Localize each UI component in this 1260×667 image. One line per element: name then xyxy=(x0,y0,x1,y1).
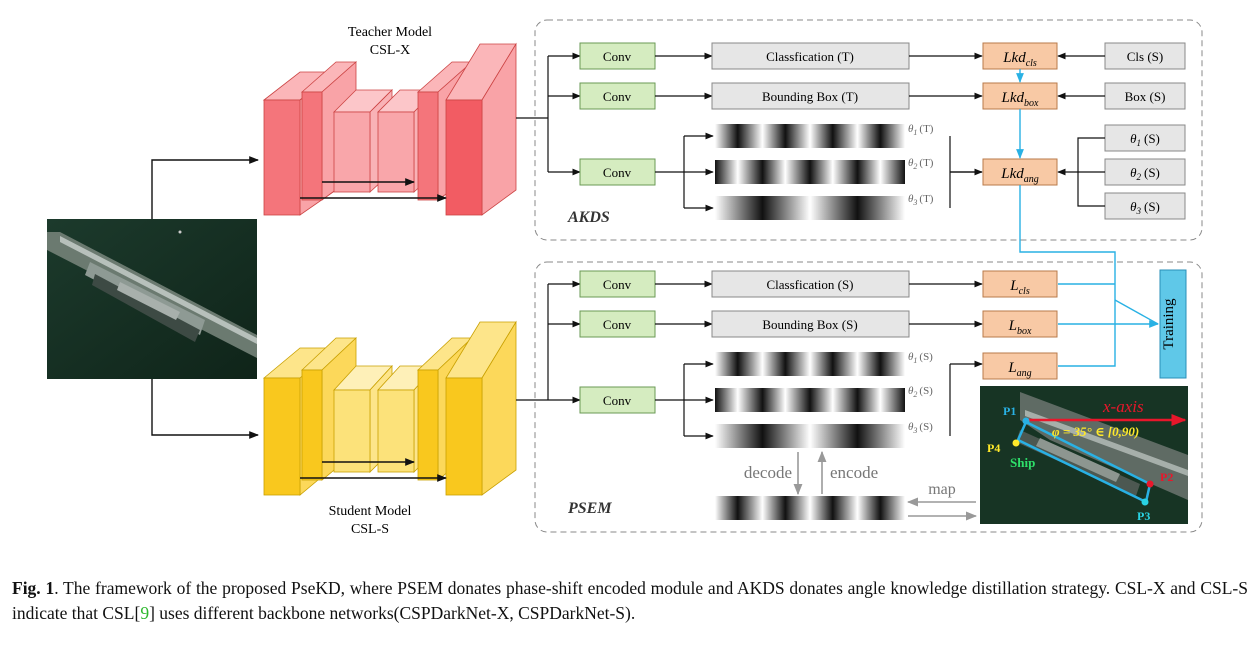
svg-text:Conv: Conv xyxy=(603,317,632,332)
encoded-wave xyxy=(715,496,905,520)
psem-label: PSEM xyxy=(567,500,612,517)
ship-panel: x-axis φ = 35° ∈ [0,90) P1 P4 P2 P3 Ship xyxy=(980,386,1188,524)
akds-conv-angle: Conv xyxy=(579,158,656,186)
svg-text:Lcls: Lcls xyxy=(1009,278,1030,297)
input-aerial-image xyxy=(47,219,257,379)
teacher-theta1-label: θ1(T) xyxy=(908,123,934,137)
arrow-image-to-teacher xyxy=(151,156,259,219)
student-theta3-label: θ3(S) xyxy=(908,421,933,435)
teacher-title: Teacher Model xyxy=(348,25,432,40)
teacher-theta3-label: θ3(T) xyxy=(908,193,934,207)
framework-diagram: Teacher Model CSL-X Studen xyxy=(47,19,1203,537)
student-theta2-wave xyxy=(715,388,905,412)
caption-text-a: . The framework of the proposed PseKD, w… xyxy=(12,578,1248,623)
phi-label: φ = 35° ∈ [0,90) xyxy=(1052,424,1139,439)
akds-region xyxy=(534,19,1203,241)
ship-label: Ship xyxy=(1010,455,1035,470)
svg-text:Conv: Conv xyxy=(603,277,632,292)
svg-text:Cls (S): Cls (S) xyxy=(1127,49,1163,64)
psem-region xyxy=(534,261,1203,533)
arrow-image-to-student xyxy=(151,379,259,439)
loss-kd-cls: Lkdcls xyxy=(982,42,1058,70)
psem-conv-cls: Conv xyxy=(579,270,656,298)
decode-label: decode xyxy=(744,463,792,482)
cls-s-box: Cls (S) xyxy=(1104,42,1186,70)
svg-text:Conv: Conv xyxy=(603,393,632,408)
caption-text-b: ] uses different backbone networks(CSPDa… xyxy=(149,603,636,623)
teacher-subtitle: CSL-X xyxy=(370,43,410,58)
teacher-classification-head: Classfication (T) xyxy=(711,42,910,70)
akds-label: AKDS xyxy=(567,209,610,226)
svg-text:Lkdbox: Lkdbox xyxy=(1001,90,1040,109)
svg-text:θ3(S): θ3(S) xyxy=(1130,199,1160,216)
student-title: Student Model xyxy=(329,504,412,519)
svg-text:Training: Training xyxy=(1161,298,1177,350)
loss-ang: Lang xyxy=(982,352,1058,380)
loss-kd-box: Lkdbox xyxy=(982,82,1058,110)
student-model: Student Model CSL-S xyxy=(262,320,517,537)
student-subtitle: CSL-S xyxy=(351,522,389,537)
akds-conv-box: Conv xyxy=(579,82,656,110)
p3-label: P3 xyxy=(1137,509,1150,523)
student-theta1-label: θ1(S) xyxy=(908,351,933,365)
loss-kd-ang: Lkdang xyxy=(982,158,1058,186)
teacher-bbox-head: Bounding Box (T) xyxy=(711,82,910,110)
training-block: Training xyxy=(1159,269,1187,379)
p4-label: P4 xyxy=(987,441,1000,455)
student-theta1-wave xyxy=(715,352,905,376)
svg-text:Conv: Conv xyxy=(603,89,632,104)
teacher-theta2-label: θ2(T) xyxy=(908,157,934,171)
svg-text:Box (S): Box (S) xyxy=(1125,89,1166,104)
loss-box: Lbox xyxy=(982,310,1058,338)
theta3-s-box: θ3(S) xyxy=(1104,192,1186,220)
psem-conv-angle: Conv xyxy=(579,386,656,414)
caption-fig-label: Fig. 1 xyxy=(12,578,55,598)
teacher-model: Teacher Model CSL-X xyxy=(262,25,517,216)
svg-text:Lkdcls: Lkdcls xyxy=(1002,50,1037,69)
svg-text:Conv: Conv xyxy=(603,165,632,180)
svg-text:Lkdang: Lkdang xyxy=(1000,166,1039,185)
map-label: map xyxy=(928,481,956,498)
loss-cls: Lcls xyxy=(982,270,1058,298)
svg-text:Classfication (T): Classfication (T) xyxy=(766,49,854,64)
svg-text:θ2(S): θ2(S) xyxy=(1130,165,1160,182)
teacher-theta3-wave xyxy=(715,196,905,220)
caption-reference-link[interactable]: 9 xyxy=(140,603,150,623)
psem-conv-box: Conv xyxy=(579,310,656,338)
akds-conv-cls: Conv xyxy=(579,42,656,70)
teacher-theta2-wave xyxy=(715,160,905,184)
svg-text:Bounding Box (T): Bounding Box (T) xyxy=(762,89,858,104)
encode-label: encode xyxy=(830,463,878,482)
p2-label: P2 xyxy=(1160,470,1173,484)
student-theta2-label: θ2(S) xyxy=(908,385,933,399)
student-classification-head: Classfication (S) xyxy=(711,270,910,298)
figure-caption: Fig. 1. The framework of the proposed Ps… xyxy=(12,576,1248,626)
svg-text:Lang: Lang xyxy=(1007,360,1031,379)
theta1-s-box: θ1(S) xyxy=(1104,124,1186,152)
box-s-box: Box (S) xyxy=(1104,82,1186,110)
student-theta3-wave xyxy=(715,424,905,448)
svg-text:Conv: Conv xyxy=(603,49,632,64)
svg-text:θ1(S): θ1(S) xyxy=(1130,131,1160,148)
svg-text:Bounding Box (S): Bounding Box (S) xyxy=(762,317,857,332)
theta2-s-box: θ2(S) xyxy=(1104,158,1186,186)
svg-text:Lbox: Lbox xyxy=(1008,318,1032,337)
svg-text:Classfication (S): Classfication (S) xyxy=(766,277,853,292)
student-bbox-head: Bounding Box (S) xyxy=(711,310,910,338)
p1-label: P1 xyxy=(1003,404,1016,418)
teacher-theta1-wave xyxy=(715,124,905,148)
x-axis-label: x-axis xyxy=(1102,397,1144,416)
